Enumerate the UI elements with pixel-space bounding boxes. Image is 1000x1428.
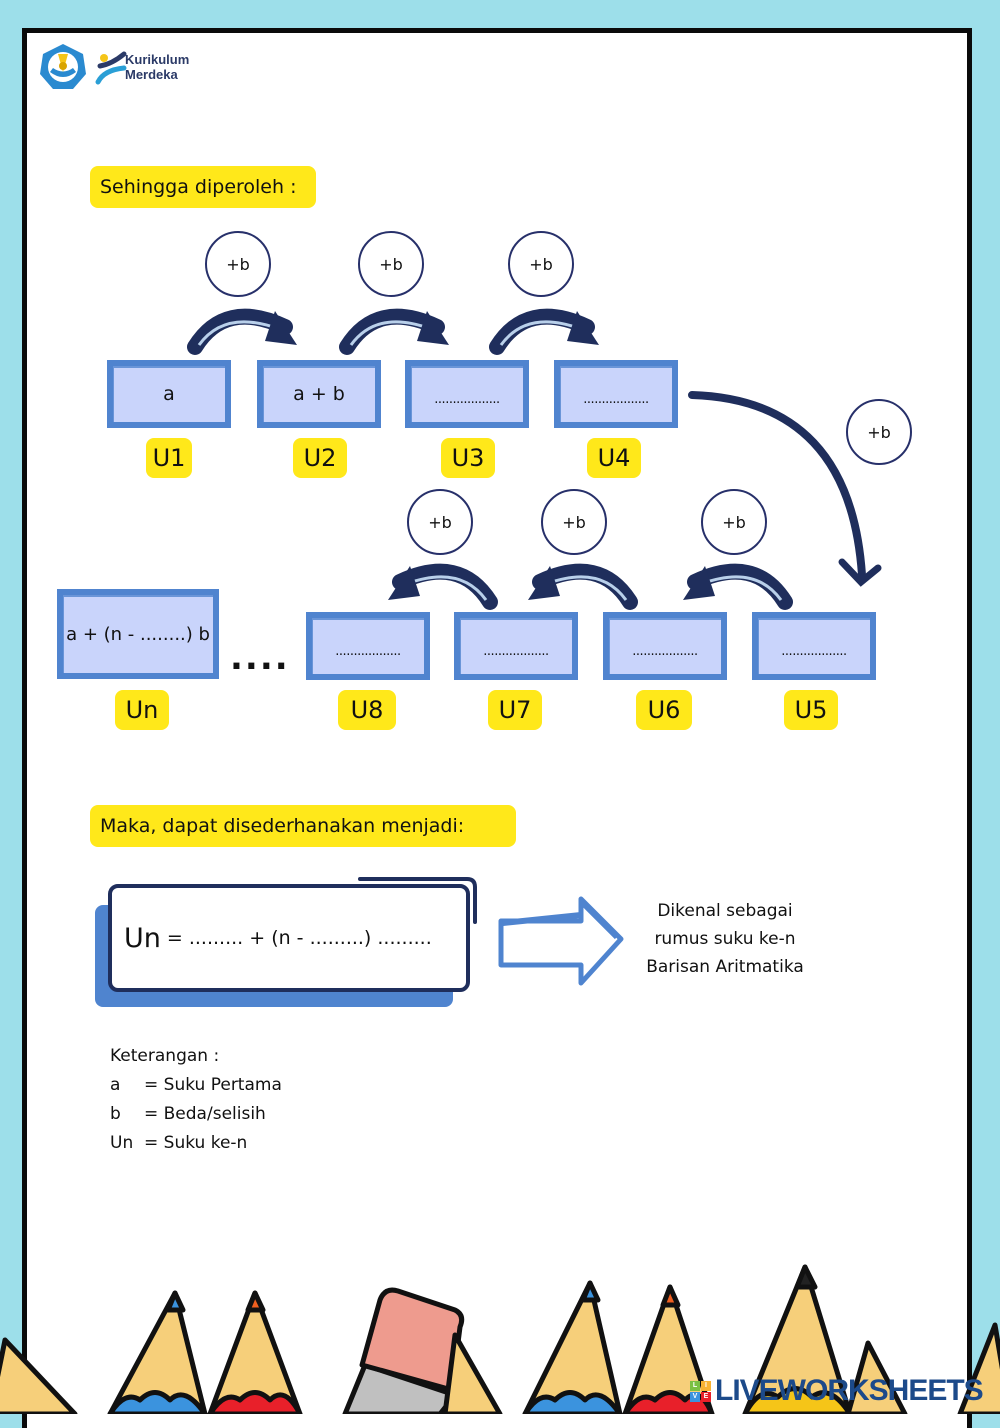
term-label-u1: U1 <box>146 438 192 478</box>
formula-corner-accent <box>358 877 477 924</box>
operator-circle: +b <box>407 489 473 555</box>
kurikulum-merdeka-logo-icon <box>95 51 127 85</box>
pencil-icon <box>957 1322 1000 1414</box>
pencil-icon <box>522 1280 623 1414</box>
formula-rhs: = ......... + (n - .........) ......... <box>166 927 432 949</box>
pencil-icon <box>742 1264 853 1414</box>
section-heading-diperoleh: Sehingga diperoleh : <box>90 166 316 208</box>
operator-circle: +b <box>541 489 607 555</box>
pencil-icon <box>207 1290 303 1414</box>
hollow-right-arrow-icon <box>498 896 624 986</box>
term-label-u5: U5 <box>784 690 838 730</box>
legend: Keterangan : a= Suku Pertama b= Beda/sel… <box>110 1042 282 1158</box>
term-box-u6[interactable]: .................. <box>603 612 727 680</box>
term-box-u7[interactable]: .................. <box>454 612 578 680</box>
section-heading-disederhanakan: Maka, dapat disederhanakan menjadi: <box>90 805 516 847</box>
term-label-u6: U6 <box>636 690 692 730</box>
term-box-u8[interactable]: .................. <box>306 612 430 680</box>
operator-circle: +b <box>358 231 424 297</box>
legend-title: Keterangan : <box>110 1046 220 1066</box>
term-label-u2: U2 <box>293 438 347 478</box>
term-box-u4[interactable]: .................. <box>554 360 678 428</box>
formula-lhs: Un <box>124 922 161 954</box>
legend-item: b= Beda/selisih <box>110 1104 266 1124</box>
operator-circle: +b <box>508 231 574 297</box>
pencil-icon <box>0 1337 78 1414</box>
liveworksheets-watermark: L I V E LIVEWORKSHEETS <box>690 1374 984 1408</box>
ellipsis: .... <box>230 638 290 678</box>
term-box-u5[interactable]: .................. <box>752 612 876 680</box>
term-label-u3: U3 <box>441 438 495 478</box>
term-box-un[interactable]: a + (n - ........) b <box>57 589 219 679</box>
term-box-u1: a <box>107 360 231 428</box>
term-box-u3[interactable]: .................. <box>405 360 529 428</box>
pencil-icon <box>107 1290 208 1414</box>
term-label-un: Un <box>115 690 169 730</box>
operator-circle: +b <box>846 399 912 465</box>
formula-box[interactable]: Un = ......... + (n - .........) .......… <box>108 884 470 992</box>
operator-circle: +b <box>701 489 767 555</box>
formula-description: Dikenal sebagai rumus suku ke-n Barisan … <box>646 901 804 977</box>
pencil-icon <box>845 1340 908 1414</box>
operator-circle: +b <box>205 231 271 297</box>
term-box-u2: a + b <box>257 360 381 428</box>
tut-wuri-handayani-emblem-icon <box>40 44 86 89</box>
term-label-u8: U8 <box>338 690 396 730</box>
legend-item: a= Suku Pertama <box>110 1075 282 1095</box>
liveworksheets-logo-icon: L I V E <box>690 1380 711 1402</box>
term-label-u4: U4 <box>587 438 641 478</box>
kurikulum-merdeka-logo-text: Kurikulum Merdeka <box>125 52 190 82</box>
legend-item: Un= Suku ke-n <box>110 1133 248 1153</box>
term-label-u7: U7 <box>488 690 542 730</box>
